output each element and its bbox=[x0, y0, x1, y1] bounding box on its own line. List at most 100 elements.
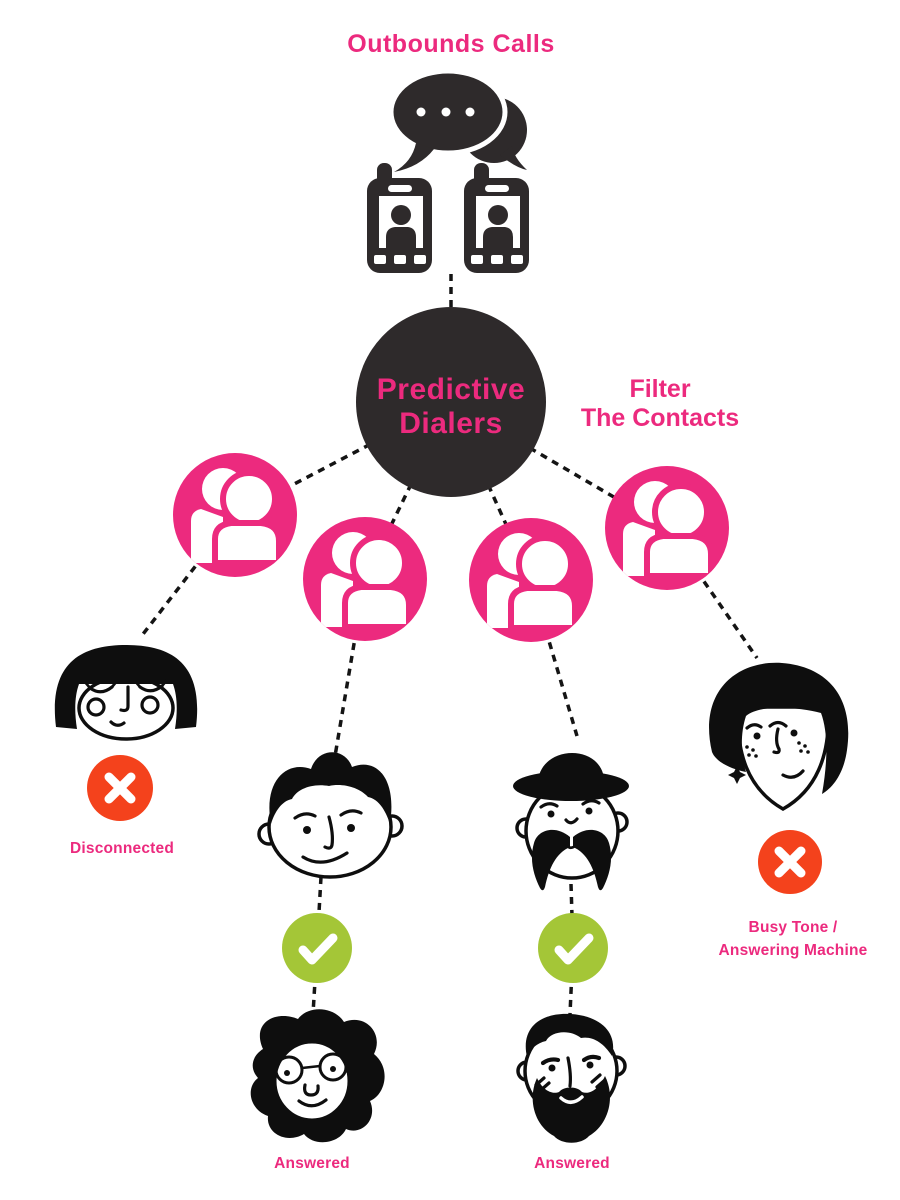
glasses-lens-right bbox=[318, 1052, 348, 1082]
agent-front-body bbox=[508, 585, 578, 631]
agent-front-body bbox=[644, 533, 714, 579]
busy-label-line2: Answering Machine bbox=[719, 942, 868, 959]
mustache-right bbox=[573, 829, 612, 891]
caller-shoulders bbox=[483, 227, 513, 248]
eye-right bbox=[330, 1066, 336, 1072]
disconnected-label: Disconnected bbox=[70, 840, 174, 857]
mouth bbox=[109, 720, 126, 727]
phone-speaker bbox=[388, 185, 412, 192]
eyebrow-left bbox=[539, 802, 559, 809]
eye-right bbox=[790, 729, 798, 737]
mouth bbox=[301, 851, 349, 864]
agent-front-head bbox=[516, 535, 574, 593]
mobile-phone-icon-left bbox=[367, 163, 432, 273]
nose bbox=[119, 685, 130, 713]
check-glyph bbox=[554, 933, 594, 965]
mouth bbox=[559, 1095, 584, 1104]
eye-left-closed bbox=[88, 685, 114, 694]
cross-glyph bbox=[104, 772, 136, 804]
agent-front-body bbox=[342, 584, 412, 630]
nose bbox=[772, 727, 781, 755]
eyebrow-left bbox=[745, 723, 763, 730]
agent-glyph bbox=[623, 481, 714, 579]
chat-bubbles-icon bbox=[388, 68, 527, 172]
phone-button-2 bbox=[394, 255, 406, 264]
phone-button-1 bbox=[471, 255, 483, 264]
cross-icon-busy bbox=[758, 830, 822, 894]
eye-left bbox=[303, 826, 311, 834]
glasses-lens-left bbox=[274, 1055, 304, 1085]
contact-face-glasses-woman bbox=[250, 1009, 385, 1143]
eye-left bbox=[753, 732, 761, 740]
eye-right bbox=[585, 807, 593, 815]
connector-check-to-answered-left bbox=[311, 947, 319, 1015]
nose bbox=[323, 815, 334, 850]
check-circle bbox=[538, 913, 608, 983]
check-circle bbox=[282, 913, 352, 983]
caller-head bbox=[391, 205, 411, 225]
eyebrow-right bbox=[581, 799, 601, 806]
glasses-bridge bbox=[267, 1064, 355, 1075]
eyebrow-right bbox=[339, 809, 363, 817]
chat-dot-1 bbox=[416, 107, 426, 117]
caller-head bbox=[488, 205, 508, 225]
support-agent-icon-4 bbox=[605, 466, 729, 590]
answered-right-label: Answered bbox=[534, 1155, 610, 1172]
hair bbox=[709, 662, 849, 794]
nose bbox=[303, 1083, 320, 1097]
eye-left bbox=[284, 1070, 290, 1076]
eyelashes-left bbox=[83, 679, 119, 690]
support-agent-icon-3 bbox=[469, 518, 593, 642]
cheek-left bbox=[86, 697, 106, 717]
filter-label-line2: The Contacts bbox=[581, 404, 739, 432]
cross-glyph bbox=[774, 846, 806, 878]
agent-glyph bbox=[191, 468, 282, 566]
contact-face-bowler-man bbox=[513, 752, 629, 891]
nose bbox=[566, 1056, 572, 1088]
hair bbox=[54, 645, 198, 729]
mouth bbox=[781, 769, 805, 779]
phone-speaker bbox=[485, 185, 509, 192]
agent-front-body bbox=[212, 520, 282, 566]
dialer-circle bbox=[356, 307, 546, 497]
agent-glyph bbox=[487, 533, 578, 631]
eyebrow-left bbox=[293, 812, 317, 820]
eyelashes-right bbox=[133, 678, 169, 689]
hair bbox=[269, 752, 392, 824]
eye-right-closed bbox=[138, 684, 164, 693]
beard bbox=[532, 1076, 610, 1143]
phone-button-3 bbox=[414, 255, 426, 264]
filter-label: Filter The Contacts bbox=[581, 375, 739, 432]
contact-face-freckled-woman bbox=[709, 662, 849, 812]
freckles bbox=[745, 741, 810, 758]
eye-right bbox=[586, 1061, 594, 1069]
eyebrow-right bbox=[768, 720, 788, 728]
support-agent-icon-2 bbox=[303, 517, 427, 641]
contact-face-bob-woman bbox=[54, 645, 198, 741]
check-icon-right bbox=[538, 913, 608, 983]
predictive-dialer-node: Predictive Dialers bbox=[356, 307, 546, 497]
check-glyph bbox=[298, 933, 338, 965]
caller-shoulders bbox=[386, 227, 416, 248]
earring-post bbox=[736, 758, 742, 768]
earring-star bbox=[728, 766, 746, 784]
filter-label-line1: Filter bbox=[629, 375, 690, 403]
agent-front-head bbox=[652, 483, 710, 541]
eye-left bbox=[548, 1064, 556, 1072]
eye-right bbox=[347, 824, 355, 832]
answered-left-label: Answered bbox=[274, 1155, 350, 1172]
dialer-label-line2: Dialers bbox=[399, 407, 503, 440]
eyebrow-left bbox=[540, 1057, 561, 1066]
support-agent-icon-1 bbox=[173, 453, 297, 577]
hat-brim bbox=[513, 771, 629, 801]
cheek-right bbox=[140, 695, 160, 715]
mobile-phone-icon-right bbox=[464, 163, 529, 273]
face bbox=[273, 1040, 351, 1122]
nose bbox=[564, 817, 579, 825]
agent-glyph bbox=[321, 532, 412, 630]
dialer-label-line1: Predictive bbox=[377, 373, 525, 406]
check-icon-left bbox=[282, 913, 352, 983]
eyebrow-right bbox=[581, 1054, 602, 1063]
